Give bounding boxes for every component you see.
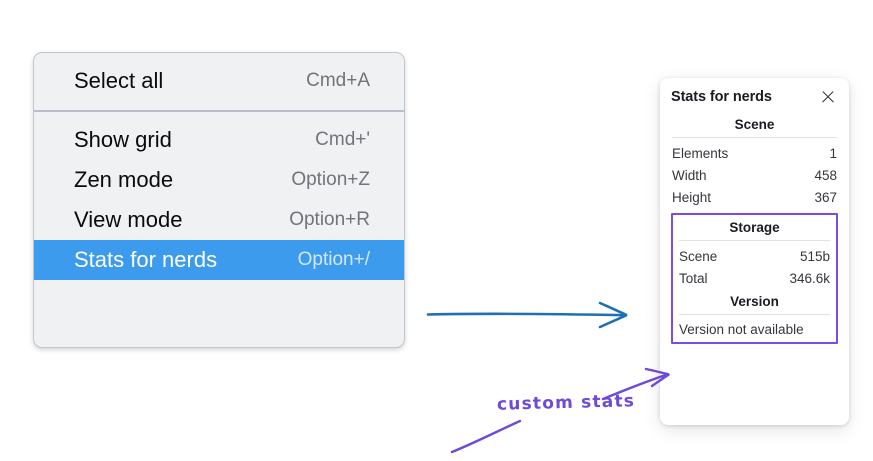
menu-item-label: Select all	[74, 68, 164, 93]
menu-divider	[34, 110, 404, 112]
menu-to-panel-arrow	[426, 301, 628, 329]
stat-key: Height	[672, 189, 712, 205]
stat-key: Total	[679, 270, 708, 286]
menu-item-stats-for-nerds[interactable]: Stats for nerds Option+/	[34, 240, 404, 280]
stat-row-storage-scene: Scene 515b	[678, 245, 831, 267]
menu-item-accelerator: Cmd+'	[315, 129, 370, 150]
menu-item-label: Show grid	[74, 127, 172, 152]
section-heading-storage: Storage	[729, 220, 780, 235]
stats-panel-header: Stats for nerds	[671, 78, 838, 108]
close-icon[interactable]	[820, 89, 836, 105]
menu-item-label: Zen mode	[74, 167, 174, 192]
stat-value: 515b	[799, 248, 830, 264]
menu-item-accelerator: Cmd+A	[306, 70, 370, 91]
panel-title: Stats for nerds	[671, 89, 772, 105]
stat-key: Scene	[679, 248, 718, 264]
stat-row-elements: Elements 1	[671, 142, 838, 164]
menu-item-select-all[interactable]: Select all Cmd+A	[34, 61, 404, 101]
underline-stroke	[450, 419, 522, 454]
stat-row-storage-total: Total 346.6k	[678, 267, 831, 289]
version-message: Version not available	[679, 322, 804, 337]
stat-row-width: Width 458	[671, 164, 838, 186]
section-rule	[672, 137, 837, 138]
menu-item-accelerator: Option+/	[297, 249, 370, 270]
custom-stats-label: custom stats	[496, 391, 636, 415]
menu-item-label: Stats for nerds	[74, 247, 218, 272]
stat-value: 367	[814, 189, 837, 205]
menu-item-show-grid[interactable]: Show grid Cmd+'	[34, 120, 404, 160]
stat-value: 346.6k	[789, 270, 830, 286]
menu-item-accelerator: Option+Z	[291, 169, 370, 190]
stats-section-storage: Storage Scene 515b Total 346.6k	[678, 215, 831, 289]
custom-stats-highlight-box: Storage Scene 515b Total 346.6k Version …	[671, 213, 838, 344]
section-heading-scene: Scene	[734, 117, 775, 132]
menu-item-label: View mode	[74, 207, 183, 232]
menu-item-zen-mode[interactable]: Zen mode Option+Z	[34, 160, 404, 200]
menu-group-top: Select all Cmd+A	[34, 53, 404, 110]
section-heading-version: Version	[730, 294, 779, 309]
menu-item-view-mode[interactable]: View mode Option+R	[34, 200, 404, 240]
section-rule	[679, 314, 830, 315]
stat-value: 458	[814, 167, 837, 183]
stat-key: Elements	[672, 145, 729, 161]
menu-item-accelerator: Option+R	[289, 209, 370, 230]
stats-section-version: Version Version not available	[678, 289, 831, 338]
menu-group-bottom: Show grid Cmd+' Zen mode Option+Z View m…	[34, 112, 404, 290]
stat-value: 1	[829, 145, 837, 161]
section-rule	[679, 240, 830, 241]
stats-for-nerds-panel: Stats for nerds Scene Elements 1 Width 4…	[660, 78, 849, 425]
stats-section-scene: Scene Elements 1 Width 458 Height 367	[671, 108, 838, 208]
stat-key: Width	[672, 167, 707, 183]
context-menu: Select all Cmd+A Show grid Cmd+' Zen mod…	[33, 52, 405, 348]
stat-row-height: Height 367	[671, 186, 838, 208]
